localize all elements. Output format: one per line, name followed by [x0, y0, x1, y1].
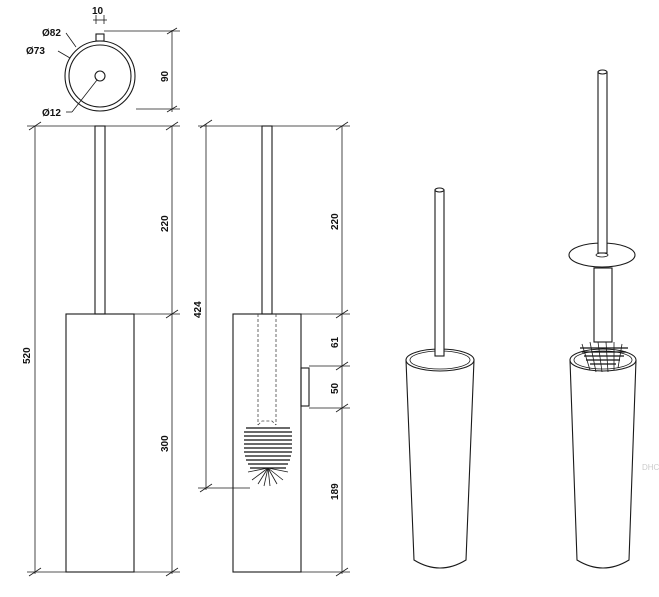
holder-label: 50 — [330, 382, 341, 394]
watermark: DHC — [642, 463, 659, 472]
assembled-handle — [434, 189, 445, 357]
handle-circle — [94, 70, 106, 82]
handle-rod — [94, 125, 106, 315]
section-view: 424 — [193, 119, 350, 577]
handle-height-label: 220 — [160, 215, 171, 232]
section-holder-body — [232, 313, 302, 573]
body-height-label: 300 — [160, 435, 171, 452]
outer-diameter-label: Ø82 — [42, 28, 61, 39]
wall-tab — [95, 33, 105, 42]
wall-bracket — [300, 367, 310, 407]
inner-diameter-label: Ø73 — [26, 46, 45, 57]
exploded-brush-head — [580, 341, 628, 373]
depth-label: 90 — [160, 70, 171, 82]
exploded-handle — [597, 71, 608, 254]
perspective-view-assembled — [405, 187, 475, 569]
exploded-cylinder-body — [569, 359, 637, 569]
inner-circle — [68, 44, 132, 108]
outer-circle — [64, 40, 136, 112]
holder-body — [65, 313, 135, 573]
section-handle-label: 220 — [330, 213, 341, 230]
front-view: 520 220 300 — [22, 121, 180, 577]
cylinder-body — [405, 359, 475, 569]
handle-diameter-label: Ø12 — [42, 108, 61, 119]
total-height-label: 520 — [22, 347, 33, 364]
top-view: 10 Ø82 Ø73 Ø12 90 — [26, 6, 180, 119]
width-label: 10 — [92, 6, 104, 17]
lower-label: 189 — [330, 483, 341, 500]
gap-label: 61 — [330, 336, 341, 348]
brush-length-label: 424 — [193, 301, 204, 318]
brush-head — [244, 427, 292, 487]
section-handle-rod — [261, 125, 273, 315]
perspective-view-exploded — [568, 69, 637, 569]
